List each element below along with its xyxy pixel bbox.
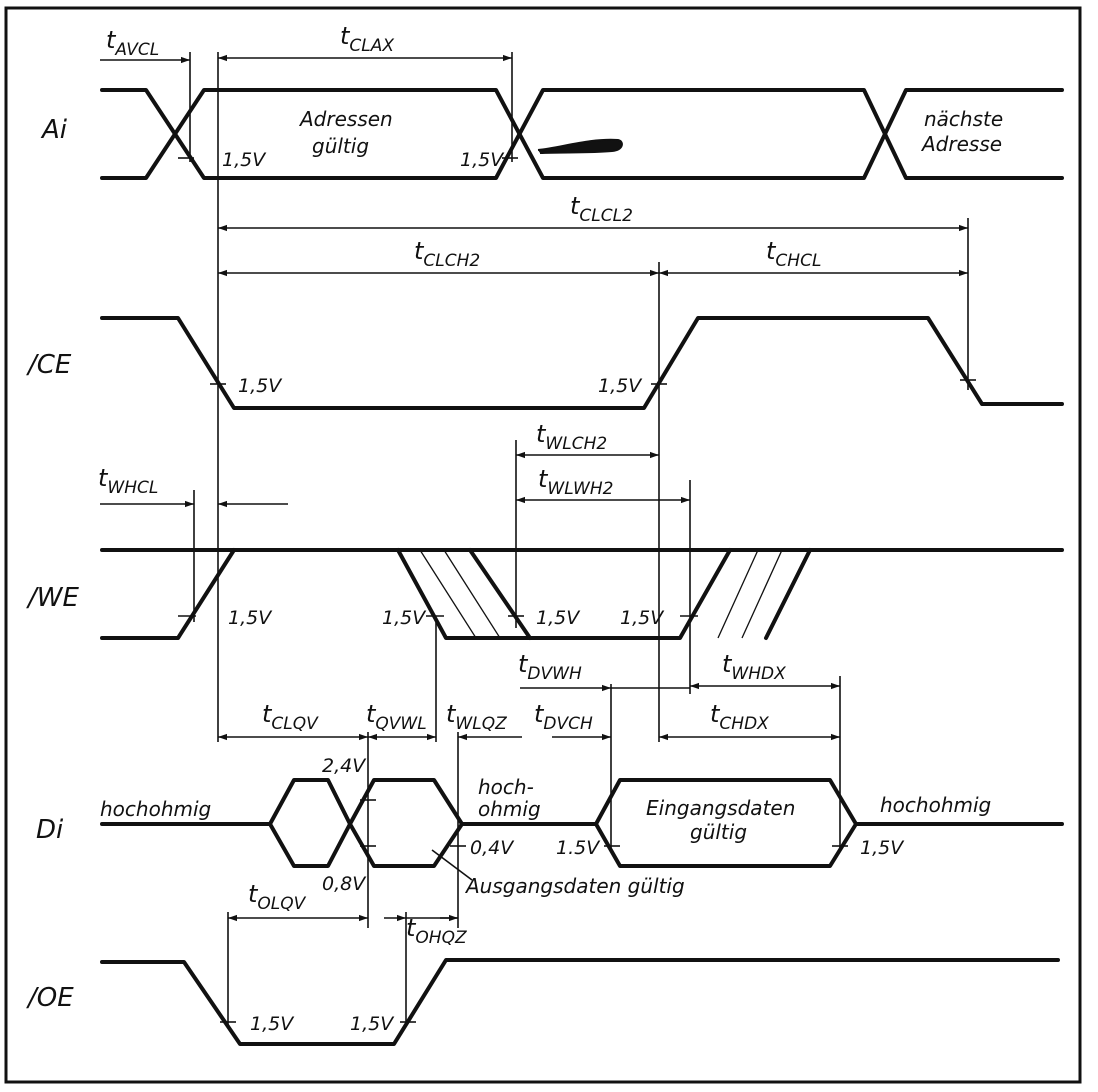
label-high-z-right: hochohmig [880, 793, 991, 817]
signal-label-oe: /OE [26, 983, 74, 1013]
timing-twlqz: tWLQZ [446, 700, 507, 734]
label-next-address-2: Adresse [920, 132, 1002, 156]
level-we-1: 1,5V [228, 607, 273, 629]
timing-tchdx: tCHDX [710, 700, 769, 734]
signal-label-ai: Ai [40, 115, 68, 145]
label-high-z-mid-2: ohmig [478, 797, 541, 821]
timing-tclax: tCLAX [340, 22, 394, 56]
output-data-leader [431, 849, 473, 881]
label-input-data-valid-2: gültig [690, 820, 747, 844]
label-next-address-1: nächste [924, 107, 1003, 131]
label-high-z-mid-1: hoch- [478, 775, 534, 799]
timing-twlch2: tWLCH2 [536, 420, 607, 454]
timing-tclqv: tCLQV [262, 700, 319, 734]
level-ai-1: 1,5V [222, 149, 267, 171]
timing-tqvwl: tQVWL [366, 700, 427, 734]
label-high-z-left: hochohmig [100, 797, 211, 821]
level-di-24v: 2,4V [322, 755, 367, 777]
waveform-ce [100, 316, 1064, 410]
level-we-2: 1,5V [382, 607, 427, 629]
level-we-4: 1,5V [620, 607, 665, 629]
timing-tdvwh: tDVWH [518, 650, 582, 684]
signal-label-ce: /CE [26, 350, 72, 380]
level-ce-2: 1,5V [598, 375, 643, 397]
level-oe-1: 1,5V [250, 1013, 295, 1035]
label-addresses-valid-2: gültig [312, 134, 369, 158]
label-addresses-valid-1: Adressen [298, 107, 393, 131]
label-output-data-valid: Ausgangsdaten gültig [464, 874, 685, 898]
diagram-frame [4, 6, 1082, 1084]
level-di-08v: 0,8V [322, 873, 367, 895]
waveform-ai [100, 88, 1064, 180]
timing-twlwh2: tWLWH2 [538, 465, 613, 499]
timing-tavcl: tAVCL [106, 26, 159, 60]
level-di-15v-left: 1.5V [556, 837, 601, 859]
timing-tdvch: tDVCH [534, 700, 593, 734]
level-di-15v-right: 1,5V [860, 837, 905, 859]
level-oe-2: 1,5V [350, 1013, 395, 1035]
waveform-di [100, 778, 1064, 868]
timing-tclcl2: tCLCL2 [570, 192, 633, 226]
we-uncertainty-hatch [419, 549, 783, 639]
timing-twhcl: tWHCL [98, 464, 158, 498]
level-ai-2: 1,5V [460, 149, 505, 171]
level-di-04v: 0,4V [470, 837, 515, 859]
timing-tchcl: tCHCL [766, 237, 821, 271]
waveform-oe [100, 958, 1060, 1046]
undefined-data-squiggle [537, 138, 623, 154]
waveform-we [100, 548, 1064, 640]
timing-tclch2: tCLCH2 [414, 237, 480, 271]
level-ce-1: 1,5V [238, 375, 283, 397]
signal-label-we: /WE [26, 583, 79, 613]
level-we-3: 1,5V [536, 607, 581, 629]
timing-tolqv: tOLQV [248, 880, 307, 914]
timing-tohqz: tOHQZ [406, 914, 467, 948]
signal-label-di: Di [36, 815, 64, 845]
label-input-data-valid-1: Eingangsdaten [646, 796, 795, 820]
timing-twhdx: tWHDX [722, 650, 786, 684]
